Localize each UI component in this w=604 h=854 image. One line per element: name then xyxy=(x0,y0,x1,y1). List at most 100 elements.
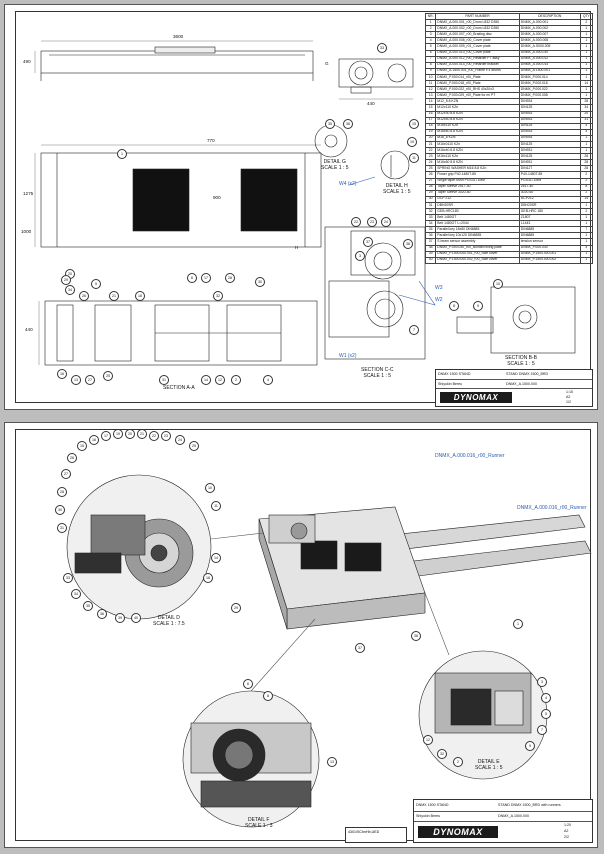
balloon: 34 xyxy=(71,589,81,599)
drawing-sheet-1: 3600 490 440 770 900 1275 1000 440 W4 (x… xyxy=(4,4,598,410)
balloon: 13 xyxy=(327,757,337,767)
title-block: DNMX 1500 STAND STAND DNMX 1500_BRD Shly… xyxy=(435,369,593,407)
revision-box: 4301/SChnHb,UED xyxy=(345,827,407,843)
bom-cell-qty: 1 xyxy=(579,256,594,264)
balloon: 24 xyxy=(381,217,391,227)
balloon: 37 xyxy=(355,643,365,653)
caption-detail-e: DETAIL E SCALE 1 : 5 xyxy=(475,759,503,771)
dim-end-width: 440 xyxy=(367,101,375,106)
tb-sheet: 2/2 xyxy=(564,835,569,839)
balloon: 7 xyxy=(409,325,419,335)
balloon: 3 xyxy=(537,677,547,687)
balloon: 15 xyxy=(409,119,419,129)
balloon: 35 xyxy=(83,601,93,611)
balloon: 38 xyxy=(403,239,413,249)
balloon: 19 xyxy=(113,429,123,439)
caption-section-aa: SECTION A-A xyxy=(163,385,195,391)
tb-sheet: 1/2 xyxy=(566,400,571,404)
balloon: 21 xyxy=(109,291,119,301)
tb-scale: 1:15 xyxy=(566,390,573,394)
balloon: 27 xyxy=(61,469,71,479)
balloon: 23 xyxy=(161,431,171,441)
weld-w2: W2 xyxy=(435,297,443,303)
balloon: 11 xyxy=(211,501,221,511)
balloon: 14 xyxy=(211,553,221,563)
tb-size: A2 xyxy=(564,829,569,833)
balloon: 19 xyxy=(407,137,417,147)
detail-g-marker: G xyxy=(325,61,329,66)
balloon: 26 xyxy=(67,453,77,463)
dim-top-height: 490 xyxy=(23,59,31,64)
balloon: 37 xyxy=(363,237,373,247)
balloon: 14 xyxy=(201,375,211,385)
caption-detail-d: DETAIL D SCALE 1 : 7.5 xyxy=(153,615,185,627)
balloon: 30 xyxy=(255,277,265,287)
detail-h-marker: H xyxy=(295,245,299,250)
balloon: 1 xyxy=(117,149,127,159)
balloon: 32 xyxy=(437,749,447,759)
sheet2-drawing xyxy=(66,474,592,828)
balloon: 11 xyxy=(409,153,419,163)
balloon: 24 xyxy=(175,435,185,445)
balloon: 17 xyxy=(101,431,111,441)
tb-author: Shlyukin Bereu xyxy=(438,382,463,386)
dim-overall-length: 3600 xyxy=(173,34,184,39)
balloon: 4 xyxy=(263,375,273,385)
balloon: 22 xyxy=(351,217,361,227)
weld-w1: W1 (x2) xyxy=(339,353,357,359)
caption-section-cc: SECTION C-C SCALE 1 : 5 xyxy=(361,367,394,379)
title-block: DNMX 1500 STAND STAND DNMX 1500_BRD with… xyxy=(413,799,593,843)
balloon: 35 xyxy=(325,119,335,129)
balloon: 15 xyxy=(77,441,87,451)
balloon: 36 xyxy=(97,609,107,619)
runner-label-bottom: DNMX_A.000.016_r00_Runner xyxy=(517,505,587,511)
drawing-sheet-2: DNMX_A.000.016_r00_Runner DNMX_A.000.016… xyxy=(4,422,598,848)
balloon: 23 xyxy=(367,217,377,227)
balloon: 26 xyxy=(79,291,89,301)
sheet1-drawing xyxy=(34,40,576,366)
bom-cell-part: DNMX_P.1500.000.002_r00_Side cover xyxy=(435,256,520,264)
balloon: 4 xyxy=(541,693,551,703)
caption-section-bb: SECTION B-B SCALE 1 : 5 xyxy=(505,355,537,367)
balloon: 2 xyxy=(231,375,241,385)
brand-logo: DYNOMAX xyxy=(418,826,498,838)
balloon: 30 xyxy=(55,505,65,515)
balloon: 5 xyxy=(91,279,101,289)
balloon: 9 xyxy=(525,741,535,751)
caption-detail-g: DETAIL G SCALE 1 : 5 xyxy=(321,159,349,171)
runner-label-top: DNMX_A.000.016_r00_Runner xyxy=(435,453,505,459)
balloon: 16 xyxy=(57,369,67,379)
tb-drawing-no: DNMX_A.1500.000 xyxy=(506,382,537,386)
balloon: 6 xyxy=(187,273,197,283)
balloon: 22 xyxy=(149,431,159,441)
dim-plan-left: 1275 xyxy=(23,191,34,196)
balloon: 16 xyxy=(89,435,99,445)
tb-drawing-no: DNMX_A.1500.000 xyxy=(498,814,529,818)
balloon: 28 xyxy=(57,487,67,497)
balloon: 20 xyxy=(125,429,135,439)
tb-author: Shlyukin Bereu xyxy=(416,814,441,818)
balloon: 36 xyxy=(343,119,353,129)
sheet-frame xyxy=(15,429,591,841)
balloon: 5 xyxy=(541,709,551,719)
brand-logo: DYNOMAX xyxy=(440,392,512,403)
balloon: 25 xyxy=(189,441,199,451)
dim-plan-bottom: 1000 xyxy=(21,229,32,234)
balloon: 18 xyxy=(135,291,145,301)
balloon: 21 xyxy=(137,429,147,439)
balloon: 10 xyxy=(205,483,215,493)
balloon: 33 xyxy=(63,573,73,583)
balloon: 31 xyxy=(159,375,169,385)
bom-cell-desc: DNMX_P.1500.000.002 xyxy=(518,256,581,264)
weld-w3: W3 xyxy=(435,285,443,291)
weld-w4: W4 (x2) xyxy=(339,181,357,187)
tb-drawing-title: STAND DNMX 1500_BRD xyxy=(506,372,549,376)
bom-cell-nr: 40 xyxy=(424,256,437,264)
balloon: 17 xyxy=(201,273,211,283)
dim-section-a-width: 440 xyxy=(25,327,33,332)
